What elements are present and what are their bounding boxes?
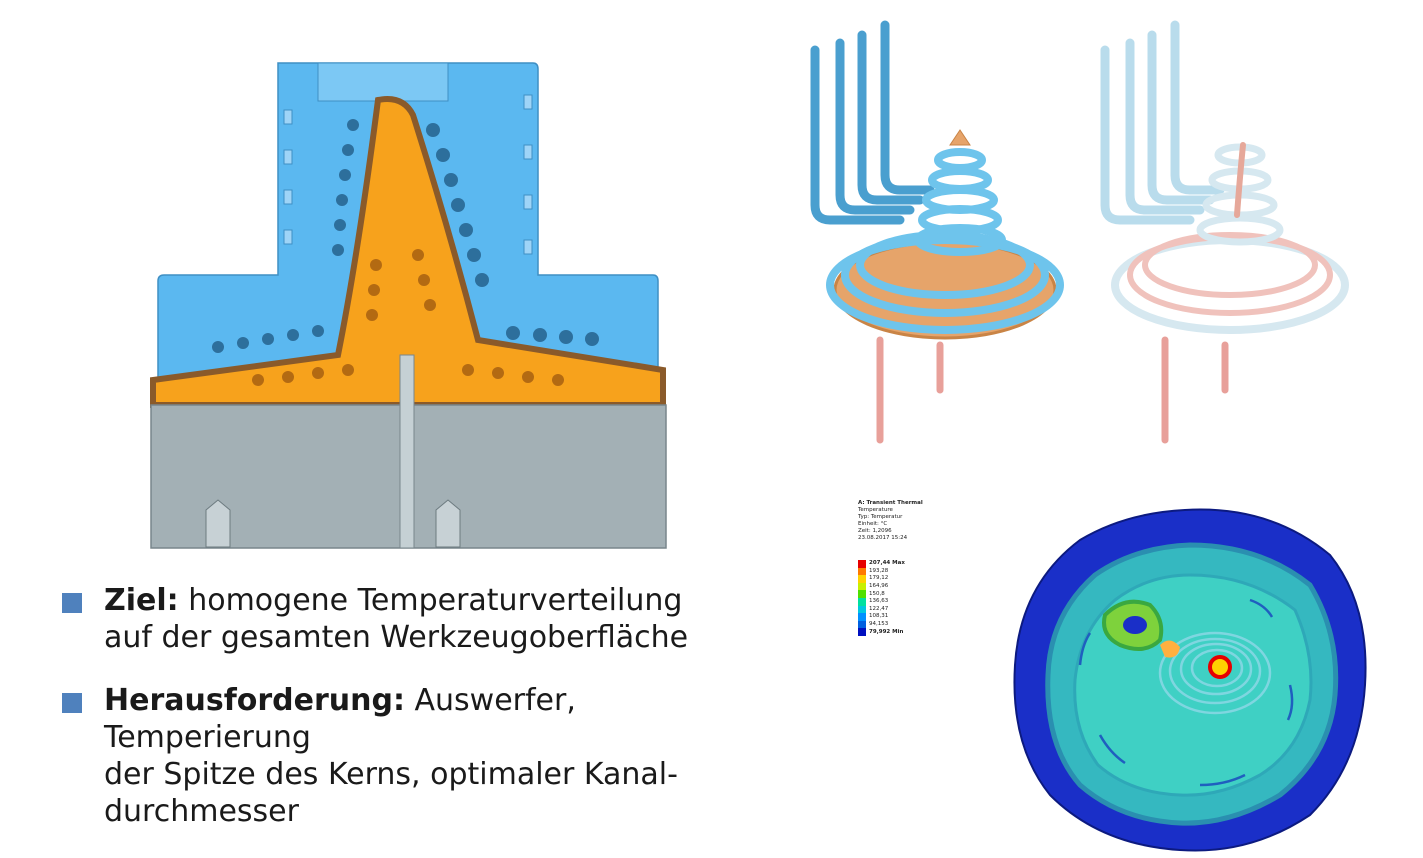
mold-core — [150, 96, 666, 408]
legend-swatch — [858, 597, 866, 606]
legend-swatch — [858, 590, 866, 598]
legend-type: Typ: Temperatur — [858, 514, 903, 520]
bullet-challenge-line2: der Spitze des Kerns, optimaler Kanal- — [104, 757, 678, 792]
mold-cross-section-image — [150, 62, 667, 549]
legend-row-max: 207,44 Max — [858, 560, 978, 568]
bullet-square-icon — [62, 593, 82, 613]
bullet-goal-keyword: Ziel: — [104, 583, 179, 618]
cooling-coil-render-image — [810, 20, 1349, 444]
legend-date: 23.08.2017 15:24 — [858, 535, 908, 541]
legend-row: 108,31 — [858, 613, 978, 621]
legend-time: Zeit: 1,2096 — [858, 528, 892, 534]
legend-row-min: 79,992 Min — [858, 628, 978, 636]
legend-swatch — [858, 605, 866, 614]
legend-unit: Einheit: °C — [858, 521, 888, 527]
thermal-simulation-image — [1013, 508, 1367, 852]
legend-swatch — [858, 620, 866, 629]
bullet-square-icon — [62, 693, 82, 713]
top-insert — [317, 62, 449, 102]
legend-swatch — [858, 560, 866, 568]
legend-scale: 207,44 Max 193,28 179,12 164,96 150,8 13… — [858, 560, 978, 636]
sim-hotspot — [1208, 655, 1232, 679]
legend-swatch — [858, 613, 866, 621]
legend-swatch — [858, 575, 866, 583]
bullet-challenge-keyword: Herausforderung: — [104, 683, 405, 718]
bullet-list: Ziel: homogene Temperaturverteilung auf … — [62, 582, 782, 856]
legend-row: 179,12 — [858, 575, 978, 583]
legend-row: 193,28 — [858, 567, 978, 576]
legend-row: 94,153 — [858, 620, 978, 629]
bullet-goal-line2: auf der gesamten Werkzeugoberfläche — [104, 620, 689, 655]
ejector-channel — [399, 354, 415, 549]
legend-row: 150,8 — [858, 590, 978, 598]
legend-swatch — [858, 628, 866, 636]
bullet-challenge-line3: durchmesser — [104, 794, 299, 829]
legend-swatch — [858, 567, 866, 576]
bullet-challenge: Herausforderung: Auswerfer, Temperierung… — [62, 682, 782, 830]
bullet-goal-line1: homogene Temperaturverteilung — [178, 583, 683, 618]
legend-row: 136,63 — [858, 597, 978, 606]
bullet-goal: Ziel: homogene Temperaturverteilung auf … — [62, 582, 782, 656]
legend-row: 164,96 — [858, 582, 978, 591]
legend-subtitle: Temperature — [858, 507, 893, 513]
legend-row: 122,47 — [858, 605, 978, 614]
legend-title: A: Transient Thermal — [858, 500, 923, 506]
legend-swatch — [858, 582, 866, 591]
thermal-legend: A: Transient Thermal Temperature Typ: Te… — [858, 500, 978, 636]
bullet-challenge-line1: Auswerfer, Temperierung — [104, 683, 576, 755]
